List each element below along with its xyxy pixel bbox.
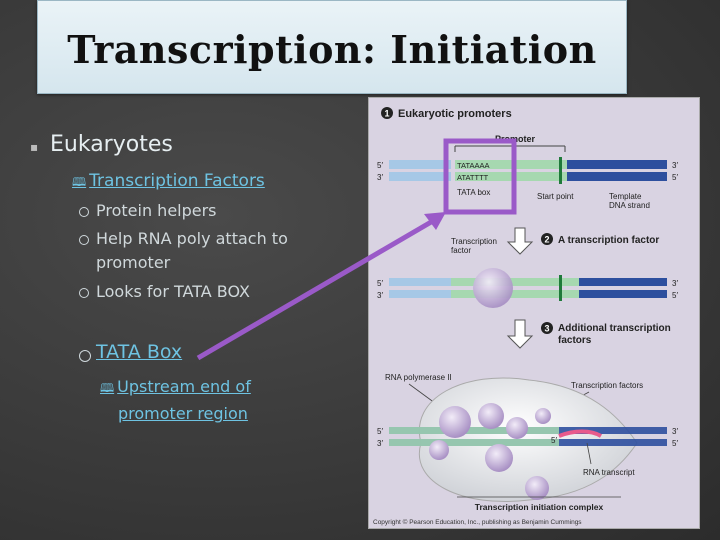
- tata-box-label: TATA box: [457, 188, 490, 197]
- ring-bullet-icon: [79, 207, 89, 217]
- tf-label-1: Transcription: [451, 237, 497, 246]
- tata-sub-line2: promoter region: [118, 404, 248, 423]
- step2-num: 2: [544, 235, 549, 245]
- tf-blob-f: [535, 408, 551, 424]
- dna2-three-bottom: 3′: [377, 291, 383, 300]
- tata-box-heading[interactable]: TATA Box: [96, 341, 183, 363]
- start-point-label: Start point: [537, 192, 574, 201]
- rna-transcript-strand: [558, 429, 603, 438]
- dna3-three-bottom: 3′: [377, 439, 383, 448]
- tf-blob-d: [429, 440, 449, 460]
- ring-bullet-icon: [79, 235, 89, 245]
- tata-sub-bullet[interactable]: 🕮Upstream end of promoter region: [100, 374, 251, 426]
- copyright-text: Copyright © Pearson Education, Inc., pub…: [373, 518, 582, 526]
- dna3-five-bottom: 5′: [672, 439, 678, 448]
- template-label-1: Template: [609, 192, 642, 201]
- dna1-bottom-upstream: [389, 172, 451, 181]
- dna3-five-top: 5′: [377, 427, 383, 436]
- dna2-upstream-top: [389, 278, 451, 286]
- step2-number-icon: [541, 233, 553, 245]
- dna1-five-bottom: 5′: [672, 173, 678, 182]
- rna-transcript-label: RNA transcript: [583, 468, 635, 477]
- dna1-gene-bottom: [567, 172, 667, 181]
- dna2-five-top: 5′: [377, 279, 383, 288]
- item-looks-for-tata: Looks for TATA BOX: [96, 282, 251, 301]
- dna1-gene-top: [567, 160, 667, 169]
- rna-pol-label: RNA polymerase II: [385, 373, 452, 382]
- tf-label-2: factor: [451, 246, 471, 255]
- step1-num: 1: [384, 109, 389, 119]
- step1-number-icon: [381, 107, 393, 119]
- tf-blob: [473, 268, 513, 308]
- title-box: Transcription: Initiation: [37, 0, 627, 94]
- book-icon: 🕮: [100, 381, 115, 395]
- dna1-three-top: 3′: [672, 161, 678, 170]
- ring-bullet-icon: [79, 288, 89, 298]
- dna2-upstream-bottom: [389, 290, 451, 298]
- step1-label: Eukaryotic promoters: [398, 108, 512, 120]
- bullet-transcription-factors[interactable]: 🕮Transcription Factors: [72, 171, 265, 194]
- down-arrow-1: [506, 227, 534, 255]
- tf-blob-b: [478, 403, 504, 429]
- promoter-label: Promoter: [495, 134, 536, 144]
- step3-label-1: Additional transcription: [558, 323, 671, 334]
- step3-label-2: factors: [558, 335, 592, 346]
- dna2-five-bottom: 5′: [672, 291, 678, 300]
- tata-seq-bottom: ATATTTT: [457, 173, 489, 182]
- step2-label: A transcription factor: [558, 235, 659, 246]
- bullet-transcription-factors-label: Transcription Factors: [89, 171, 265, 191]
- tata-seq-top: TATAAAA: [457, 161, 490, 170]
- dna1-three-bottom: 3′: [377, 173, 383, 182]
- dna1-five-top: 5′: [377, 161, 383, 170]
- dna3-three-top: 3′: [672, 427, 678, 436]
- template-label-2: DNA strand: [609, 201, 650, 210]
- dna1-top-upstream: [389, 160, 451, 169]
- item-promoter: promoter: [96, 253, 171, 272]
- bullet-eukaryotes: Eukaryotes: [50, 132, 173, 157]
- book-icon: 🕮: [72, 175, 87, 189]
- tf-blob-c: [506, 417, 528, 439]
- tf-blob-e: [485, 444, 513, 472]
- dna2-three-top: 3′: [672, 279, 678, 288]
- down-arrow-2: [506, 319, 534, 349]
- tata-sub-line1: Upstream end of: [117, 377, 251, 396]
- step3-num: 3: [544, 324, 549, 334]
- tf-blob-g: [525, 476, 549, 500]
- step3-number-icon: [541, 322, 553, 334]
- rna-five-prime: 5′: [551, 436, 557, 445]
- start-point-marker: [559, 157, 562, 184]
- item-protein-helpers: Protein helpers: [96, 201, 217, 220]
- complex-label: Transcription initiation complex: [475, 502, 604, 512]
- promoter-figure: 1 Eukaryotic promoters Promoter 5′ 3′ TA…: [368, 97, 700, 529]
- slide-title: Transcription: Initiation: [67, 26, 597, 72]
- bullet-dot-icon: ▪: [30, 140, 39, 154]
- tfs-label: Transcription factors: [571, 381, 643, 390]
- tf-blob-a: [439, 406, 471, 438]
- item-help-rna: Help RNA poly attach to: [96, 229, 288, 248]
- ring-bullet-icon: [79, 350, 91, 362]
